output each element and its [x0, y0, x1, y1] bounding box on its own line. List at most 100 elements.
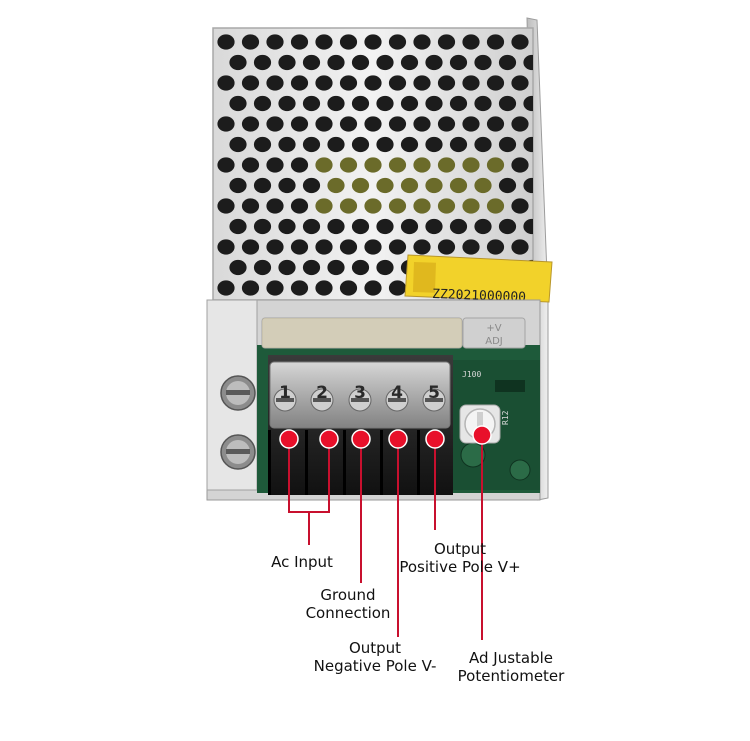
cover-hole — [351, 95, 370, 112]
cover-hole — [302, 54, 321, 71]
cover-hole — [388, 34, 407, 50]
cover-hole — [217, 116, 235, 132]
cover-hole — [437, 239, 456, 255]
cover-hole — [388, 198, 407, 214]
cover-hole — [266, 157, 284, 173]
cover-hole — [229, 136, 247, 153]
cover-hole — [266, 239, 284, 255]
cover-hole — [278, 54, 296, 71]
terminal-divider — [268, 430, 271, 495]
mounting-screw-top — [220, 375, 256, 411]
cover-hole — [278, 136, 296, 153]
cover-hole — [486, 34, 505, 50]
pcb-mark-r12: R12 — [501, 410, 510, 425]
cover-hole — [290, 75, 309, 91]
cover-hole — [486, 157, 505, 173]
terminal-divider — [305, 430, 308, 495]
cover-hole — [498, 54, 517, 71]
cover-hole — [302, 218, 321, 235]
callout-output-positive-line-1: Output — [433, 540, 487, 558]
cover-hole — [278, 177, 296, 194]
cover-hole — [229, 54, 247, 71]
cover-hole — [364, 280, 382, 296]
cover-hole — [413, 239, 431, 255]
cover-hole — [315, 157, 333, 173]
cover-hole — [351, 177, 370, 194]
callout-ground-line-1: Ground — [320, 586, 376, 604]
cover-hole — [498, 136, 517, 153]
cover-hole — [229, 218, 247, 235]
cover-hole — [388, 280, 407, 296]
cover-hole — [486, 116, 505, 132]
cover-hole — [290, 116, 309, 132]
cover-hole — [400, 177, 419, 194]
cover-hole — [351, 218, 370, 235]
cover-hole — [462, 34, 480, 50]
cover-hole — [449, 218, 468, 235]
cover-hole — [486, 198, 505, 214]
cover-hole — [364, 75, 382, 91]
cover-hole — [253, 218, 272, 235]
cover-hole — [400, 95, 419, 112]
cover-hole — [388, 157, 407, 173]
mounting-screw-bottom — [220, 434, 256, 470]
cover-hole — [217, 75, 235, 91]
cover-hole — [425, 136, 443, 153]
pcb-mark-j100: J100 — [462, 370, 481, 379]
label-sticker: ZZ2021000000 — [404, 254, 553, 305]
callout-potentiometer: Ad Justable Potentiometer — [458, 649, 565, 685]
cover-hole — [290, 34, 309, 50]
cover-hole — [474, 177, 492, 194]
cover-hole — [511, 157, 529, 173]
cover-hole — [253, 54, 272, 71]
cover-hole — [400, 136, 419, 153]
cover-hole — [315, 75, 333, 91]
cover-hole — [474, 218, 492, 235]
cover-hole — [290, 280, 309, 296]
red-marker — [472, 425, 492, 445]
terminal-screw-slot — [388, 398, 406, 402]
cover-hole — [241, 75, 260, 91]
callout-potentiometer-line-1: Ad Justable — [468, 649, 554, 667]
cover-hole — [315, 34, 333, 50]
cover-hole — [413, 157, 431, 173]
cover-hole — [217, 280, 235, 296]
cover-hole — [523, 136, 533, 153]
red-marker — [351, 429, 371, 449]
callout-output-negative: Output Negative Pole V- — [314, 639, 437, 675]
cover-hole — [278, 95, 296, 112]
embossed-adj-line2: ADJ — [485, 336, 503, 347]
cover-hole — [266, 75, 284, 91]
terminal-number: 2 — [316, 383, 328, 403]
cover-hole — [511, 34, 529, 50]
callout-ground-connection: Ground Connection — [306, 586, 391, 622]
cover-hole — [486, 239, 505, 255]
callout-potentiometer-line-2: Potentiometer — [457, 667, 565, 685]
callout-output-positive-line-2: Positive Pole V+ — [399, 558, 521, 576]
cover-hole — [388, 75, 407, 91]
cover-hole — [364, 157, 382, 173]
cover-hole — [241, 239, 260, 255]
cover-hole — [327, 177, 345, 194]
cover-hole — [241, 198, 260, 214]
terminal-number: 3 — [354, 383, 366, 403]
cover-hole — [278, 218, 296, 235]
cover-hole — [241, 34, 260, 50]
cover-hole — [511, 75, 529, 91]
cover-hole — [302, 95, 321, 112]
cover-hole — [437, 116, 456, 132]
cover-hole — [302, 177, 321, 194]
cover-hole — [364, 239, 382, 255]
cover-hole — [523, 177, 533, 194]
cover-hole — [253, 136, 272, 153]
cover-hole — [266, 198, 284, 214]
red-marker — [425, 429, 445, 449]
cover-hole — [400, 218, 419, 235]
terminal-divider — [380, 430, 383, 495]
embossed-adj-line1: +V — [486, 323, 501, 334]
cover-hole — [413, 116, 431, 132]
cover-hole — [266, 116, 284, 132]
cover-hole — [413, 198, 431, 214]
